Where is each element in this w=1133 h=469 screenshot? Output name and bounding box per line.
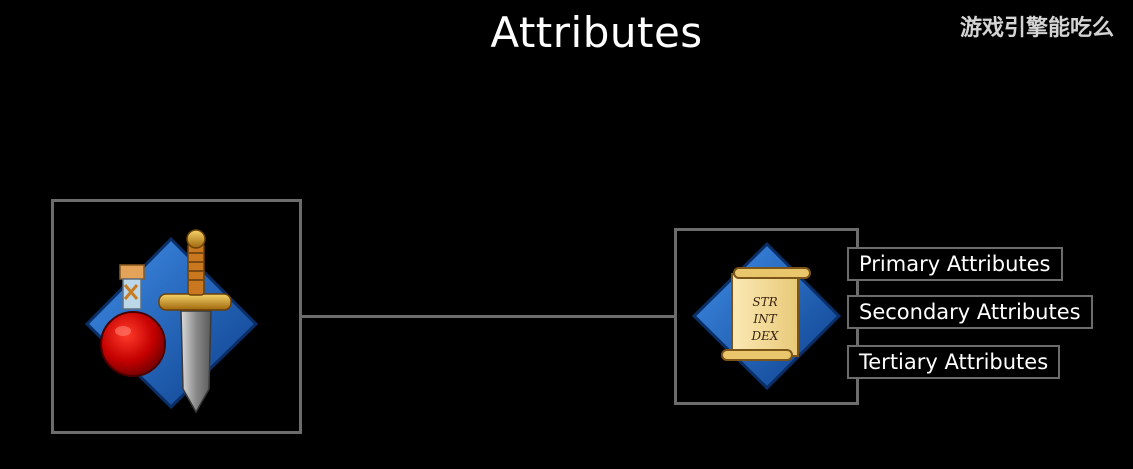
page-title: Attributes [490, 8, 703, 57]
scroll-icon: STR INT DEX [721, 267, 811, 361]
scroll-line: DEX [751, 329, 779, 343]
scroll-line: STR [752, 295, 777, 309]
tertiary-attributes-tag: Tertiary Attributes [847, 345, 1061, 379]
potion-icon [100, 264, 166, 377]
item-illustration [84, 229, 259, 414]
sword-icon [158, 229, 232, 414]
scroll-line: INT [752, 312, 777, 326]
watermark: 游戏引擎能吃么 [960, 16, 1115, 41]
item-box [51, 199, 302, 434]
secondary-attributes-tag: Secondary Attributes [847, 295, 1093, 329]
primary-attributes-tag: Primary Attributes [847, 247, 1063, 281]
connector-line [302, 315, 674, 318]
attributes-illustration: STR INT DEX [691, 241, 842, 391]
